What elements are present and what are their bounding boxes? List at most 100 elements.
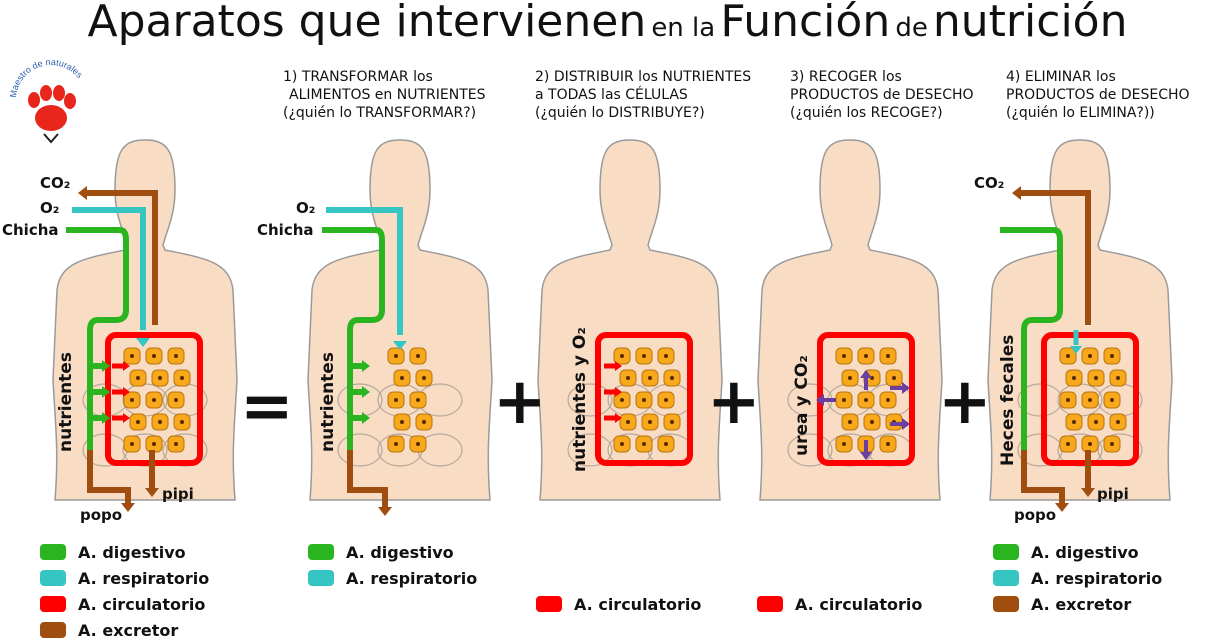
cell-nucleus	[394, 398, 398, 402]
legend-panel-2: A. circulatorio	[536, 591, 701, 617]
cell-nucleus	[848, 376, 852, 380]
cell-nucleus	[620, 442, 624, 446]
digestive-waste-tube	[347, 450, 388, 508]
cell-nucleus	[180, 420, 184, 424]
excretory-co2-tube	[1016, 190, 1091, 325]
equals-operator: =	[240, 370, 294, 444]
digestive-tube	[322, 227, 388, 508]
cell-nucleus	[886, 442, 890, 446]
cell-nucleus	[864, 354, 868, 358]
digestive-tube	[66, 227, 131, 505]
step-3-line-2: PRODUCTOS de DESECHO	[790, 87, 974, 103]
legend-item: A. respiratorio	[40, 565, 209, 591]
cell-nucleus	[136, 420, 140, 424]
cell-nucleus	[886, 398, 890, 402]
cell-nucleus	[626, 420, 630, 424]
excretory-co2-tube	[82, 190, 158, 325]
panel-0-popo-label: popo	[80, 506, 123, 524]
legend-panel-1: A. digestivo A. respiratorio	[308, 539, 477, 591]
cell-nucleus	[1110, 354, 1114, 358]
cell-nucleus	[648, 376, 652, 380]
cell-nucleus	[642, 398, 646, 402]
title-part-3: Función	[720, 0, 891, 47]
co2-out-arrowhead	[78, 186, 87, 200]
panel-1-nutrientes-label: nutrientes	[318, 352, 338, 452]
legend-swatch	[40, 544, 66, 560]
waste-collection-arrowhead	[902, 382, 910, 394]
respiratory-arrowhead	[136, 338, 150, 347]
diagram-title: Aparatos que intervienen en la Función d…	[0, 0, 1215, 44]
legend-swatch	[40, 596, 66, 612]
cell-nucleus	[174, 398, 178, 402]
legend-item: A. respiratorio	[308, 565, 477, 591]
blood-arrowhead	[123, 361, 130, 371]
cell-nucleus	[158, 420, 162, 424]
cell-nucleus	[152, 354, 156, 358]
legend-label: A. respiratorio	[346, 568, 478, 588]
cell-nucleus	[670, 376, 674, 380]
legend-item: A. excretor	[993, 591, 1162, 617]
legend-label: A. digestivo	[1031, 542, 1139, 562]
step-4-header: 4) ELIMINAR los PRODUCTOS de DESECHO (¿q…	[1006, 68, 1190, 122]
cell-nucleus	[664, 354, 668, 358]
step-4-line-2: PRODUCTOS de DESECHO	[1006, 87, 1190, 103]
panel-4-heces-label: Heces fecales	[998, 334, 1018, 466]
cell-nucleus	[642, 354, 646, 358]
panel-4-popo-label: popo	[1014, 506, 1057, 524]
cell-nucleus	[152, 442, 156, 446]
legend-label: A. circulatorio	[574, 594, 702, 614]
cell-nucleus	[892, 376, 896, 380]
panel-4-co2-label: CO₂	[974, 174, 1005, 192]
cell-nucleus	[416, 354, 420, 358]
legend-swatch	[308, 570, 334, 586]
cell-nucleus	[664, 398, 668, 402]
pipi-arrowhead	[1081, 488, 1095, 497]
panel-3-urea-co2-label: urea y CO₂	[792, 355, 812, 456]
cell-nucleus	[1094, 420, 1098, 424]
waste-collection-arrowhead	[816, 394, 824, 406]
step-4-line-1: 4) ELIMINAR los	[1006, 69, 1116, 85]
legend-label: A. digestivo	[346, 542, 454, 562]
blood-arrowhead	[123, 413, 130, 423]
cell-nucleus	[416, 398, 420, 402]
cell-nucleus	[416, 442, 420, 446]
step-2-line-3: (¿quién lo DISTRIBUYE?)	[535, 105, 705, 121]
panel-2-nutrientes-o2-label: nutrientes y O₂	[570, 327, 590, 472]
nutrient-arrowhead	[102, 412, 110, 424]
cell-nucleus	[648, 420, 652, 424]
cell-nucleus	[864, 398, 868, 402]
legend-label: A. respiratorio	[1031, 568, 1163, 588]
blood-arrowhead	[615, 413, 622, 423]
cell-nucleus	[626, 376, 630, 380]
panel-0-nutrientes-label: nutrientes	[56, 352, 76, 452]
legend-swatch	[993, 596, 1019, 612]
cell-nucleus	[1094, 376, 1098, 380]
plus-operator-3: +	[938, 365, 992, 439]
legend-item: A. excretor	[40, 617, 209, 643]
cell-nucleus	[136, 376, 140, 380]
torso-silhouette	[537, 139, 723, 501]
cell-nucleus	[394, 354, 398, 358]
legend-swatch	[308, 544, 334, 560]
nutrient-arrowhead	[362, 360, 370, 372]
panel-0-chicha-label: Chicha	[2, 221, 59, 239]
waste-collection-arrowhead	[860, 452, 872, 460]
panel-0-pipi-label: pipi	[162, 485, 194, 503]
legend-label: A. excretor	[78, 620, 179, 640]
cell-nucleus	[870, 420, 874, 424]
cell-nucleus	[422, 420, 426, 424]
legend-swatch	[757, 596, 783, 612]
popo-arrowhead	[121, 503, 135, 512]
cell-nucleus	[394, 442, 398, 446]
intestine-loop	[567, 433, 613, 467]
nutrient-arrowhead	[362, 412, 370, 424]
step-1-line-1: 1) TRANSFORMAR los	[283, 69, 433, 85]
legend-label: A. digestivo	[78, 542, 186, 562]
legend-item: A. respiratorio	[993, 565, 1162, 591]
step-1-line-3: (¿quién lo TRANSFORMAR?)	[283, 105, 477, 121]
step-1-header: 1) TRANSFORMAR los ALIMENTOS en NUTRIENT…	[283, 68, 485, 122]
cell-nucleus	[670, 420, 674, 424]
step-2-header: 2) DISTRIBUIR los NUTRIENTES a TODAS las…	[535, 68, 751, 122]
cell-nucleus	[174, 442, 178, 446]
